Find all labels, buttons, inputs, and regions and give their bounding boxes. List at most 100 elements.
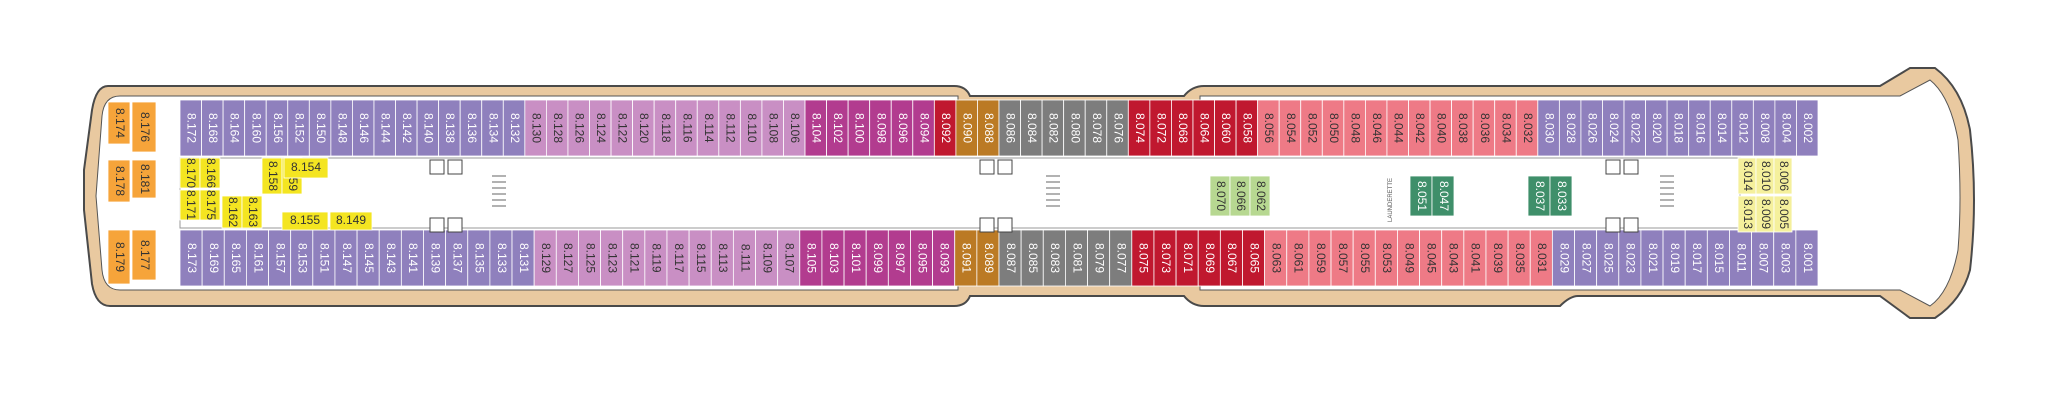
cabin-aft[interactable]: 8.181 [131, 159, 157, 199]
cabin-top-row[interactable]: 8.008 [1752, 99, 1776, 157]
cabin-bottom-row[interactable]: 8.151 [312, 229, 336, 287]
cabin-bottom-row[interactable]: 8.119 [644, 229, 668, 287]
cabin-bottom-row[interactable]: 8.035 [1507, 229, 1531, 287]
cabin-inner-aft[interactable]: 8.162 [221, 195, 243, 229]
cabin-aft[interactable]: 8.177 [131, 229, 157, 281]
cabin-bottom-row[interactable]: 8.019 [1662, 229, 1686, 287]
cabin-aft[interactable]: 8.179 [107, 229, 131, 285]
cabin-top-row[interactable]: 8.046 [1364, 99, 1388, 157]
cabin-inner-aft[interactable]: 8.155 [281, 211, 329, 231]
cabin-top-row[interactable]: 8.130 [524, 99, 547, 157]
cabin-top-row[interactable]: 8.144 [373, 99, 396, 157]
cabin-top-row[interactable]: 8.092 [933, 99, 957, 157]
cabin-inner-aft[interactable]: 8.166 [199, 157, 221, 189]
cabin-top-row[interactable]: 8.128 [545, 99, 569, 157]
cabin-inner-aft[interactable]: 8.163 [241, 195, 263, 229]
cabin-inner-fwd[interactable]: 8.005 [1773, 195, 1793, 233]
cabin-top-row[interactable]: 8.054 [1278, 99, 1302, 157]
cabin-inner-mid[interactable]: 8.033 [1549, 175, 1573, 217]
cabin-top-row[interactable]: 8.110 [739, 99, 763, 157]
cabin-top-row[interactable]: 8.050 [1321, 99, 1345, 157]
cabin-top-row[interactable]: 8.118 [653, 99, 677, 157]
cabin-top-row[interactable]: 8.088 [977, 99, 1000, 157]
cabin-bottom-row[interactable]: 8.075 [1131, 229, 1155, 287]
cabin-top-row[interactable]: 8.108 [761, 99, 784, 157]
cabin-inner-aft[interactable]: 8.171 [179, 189, 201, 221]
cabin-top-row[interactable]: 8.134 [481, 99, 504, 157]
cabin-bottom-row[interactable]: 8.145 [356, 229, 380, 287]
cabin-top-row[interactable]: 8.034 [1494, 99, 1517, 157]
cabin-top-row[interactable]: 8.094 [912, 99, 935, 157]
cabin-bottom-row[interactable]: 8.057 [1330, 229, 1354, 287]
cabin-inner-mid[interactable]: 8.037 [1527, 175, 1551, 217]
cabin-top-row[interactable]: 8.114 [696, 99, 720, 157]
cabin-top-row[interactable]: 8.164 [222, 99, 246, 157]
cabin-top-row[interactable]: 8.168 [201, 99, 224, 157]
cabin-bottom-row[interactable]: 8.129 [533, 229, 557, 287]
cabin-inner-fwd[interactable]: 8.010 [1755, 157, 1775, 195]
cabin-bottom-row[interactable]: 8.077 [1109, 229, 1133, 287]
cabin-inner-mid[interactable]: 8.051 [1409, 175, 1433, 217]
cabin-bottom-row[interactable]: 8.071 [1175, 229, 1199, 287]
cabin-top-row[interactable]: 8.090 [955, 99, 978, 157]
cabin-bottom-row[interactable]: 8.007 [1751, 229, 1775, 287]
cabin-top-row[interactable]: 8.100 [847, 99, 871, 157]
cabin-inner-fwd[interactable]: 8.014 [1737, 157, 1757, 195]
cabin-inner-mid[interactable]: 8.047 [1431, 175, 1455, 217]
cabin-bottom-row[interactable]: 8.049 [1397, 229, 1420, 287]
cabin-top-row[interactable]: 8.024 [1602, 99, 1625, 157]
cabin-bottom-row[interactable]: 8.083 [1042, 229, 1066, 287]
cabin-top-row[interactable]: 8.016 [1688, 99, 1711, 157]
cabin-bottom-row[interactable]: 8.153 [290, 229, 314, 287]
cabin-bottom-row[interactable]: 8.055 [1352, 229, 1376, 287]
cabin-top-row[interactable]: 8.098 [869, 99, 892, 157]
cabin-top-row[interactable]: 8.126 [567, 99, 590, 157]
cabin-bottom-row[interactable]: 8.015 [1706, 229, 1730, 287]
cabin-bottom-row[interactable]: 8.105 [799, 229, 823, 287]
cabin-top-row[interactable]: 8.132 [502, 99, 526, 157]
cabin-inner-aft[interactable]: 8.149 [329, 211, 373, 231]
cabin-inner-aft[interactable]: 8.154 [283, 157, 329, 179]
cabin-top-row[interactable]: 8.004 [1774, 99, 1797, 157]
cabin-bottom-row[interactable]: 8.085 [1020, 229, 1044, 287]
cabin-bottom-row[interactable]: 8.025 [1596, 229, 1620, 287]
cabin-top-row[interactable]: 8.140 [416, 99, 440, 157]
cabin-bottom-row[interactable]: 8.115 [688, 229, 712, 287]
cabin-bottom-row[interactable]: 8.125 [578, 229, 601, 287]
cabin-inner-mid[interactable]: 8.062 [1249, 175, 1271, 217]
cabin-bottom-row[interactable]: 8.147 [334, 229, 358, 287]
cabin-top-row[interactable]: 8.102 [826, 99, 849, 157]
cabin-top-row[interactable]: 8.042 [1408, 99, 1431, 157]
cabin-bottom-row[interactable]: 8.017 [1684, 229, 1708, 287]
cabin-top-row[interactable]: 8.044 [1386, 99, 1409, 157]
cabin-bottom-row[interactable]: 8.157 [268, 229, 292, 287]
cabin-bottom-row[interactable]: 8.063 [1264, 229, 1288, 287]
cabin-bottom-row[interactable]: 8.091 [954, 229, 978, 287]
cabin-bottom-row[interactable]: 8.059 [1308, 229, 1332, 287]
cabin-bottom-row[interactable]: 8.087 [998, 229, 1022, 287]
cabin-top-row[interactable]: 8.150 [308, 99, 332, 157]
cabin-top-row[interactable]: 8.064 [1192, 99, 1215, 157]
cabin-bottom-row[interactable]: 8.045 [1419, 229, 1443, 287]
cabin-bottom-row[interactable]: 8.131 [511, 229, 535, 287]
cabin-top-row[interactable]: 8.104 [804, 99, 827, 157]
cabin-bottom-row[interactable]: 8.169 [201, 229, 225, 287]
cabin-bottom-row[interactable]: 8.121 [622, 229, 646, 287]
cabin-bottom-row[interactable]: 8.101 [843, 229, 867, 287]
cabin-top-row[interactable]: 8.036 [1472, 99, 1496, 157]
cabin-top-row[interactable]: 8.078 [1084, 99, 1108, 157]
cabin-top-row[interactable]: 8.080 [1063, 99, 1086, 157]
cabin-top-row[interactable]: 8.058 [1235, 99, 1259, 157]
cabin-inner-aft[interactable]: 8.170 [179, 157, 201, 189]
cabin-top-row[interactable]: 8.142 [395, 99, 418, 157]
cabin-top-row[interactable]: 8.030 [1537, 99, 1560, 157]
cabin-inner-fwd[interactable]: 8.013 [1737, 195, 1757, 233]
cabin-top-row[interactable]: 8.124 [589, 99, 612, 157]
cabin-bottom-row[interactable]: 8.041 [1463, 229, 1487, 287]
cabin-top-row[interactable]: 8.152 [287, 99, 310, 157]
cabin-bottom-row[interactable]: 8.095 [910, 229, 933, 287]
cabin-bottom-row[interactable]: 8.027 [1574, 229, 1598, 287]
cabin-bottom-row[interactable]: 8.133 [489, 229, 513, 287]
cabin-bottom-row[interactable]: 8.065 [1242, 229, 1266, 287]
cabin-bottom-row[interactable]: 8.089 [976, 229, 1000, 287]
